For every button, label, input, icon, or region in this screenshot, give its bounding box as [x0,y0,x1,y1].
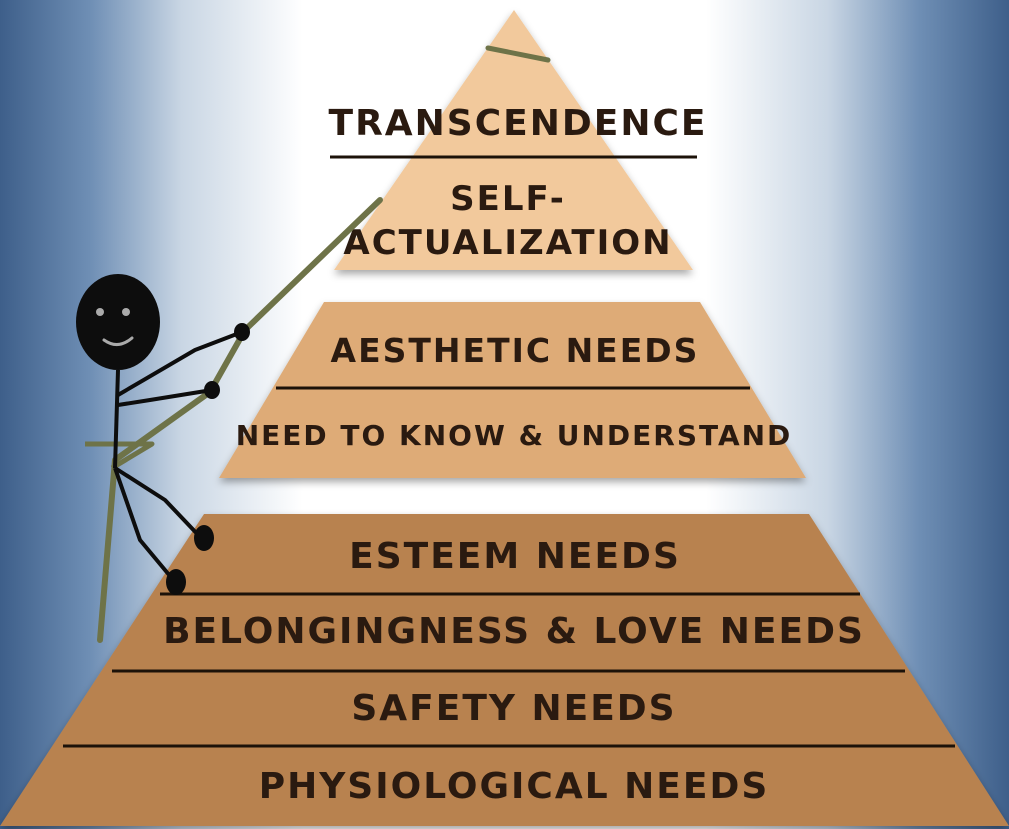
climber-eye-left [96,308,104,316]
climber-body [113,369,120,469]
climber-hand-upper [234,323,250,341]
apex-rope [485,45,551,63]
tier-label-physiological-needs: PHYSIOLOGICAL NEEDS [259,766,770,807]
climber-foot-lower [166,569,186,595]
tier-label-aesthetic-needs: AESTHETIC NEEDS [331,331,700,370]
climber-hand-lower [204,381,220,399]
climber-leg-lower [113,467,177,584]
tier-label-self-actualization-1: SELF- [450,179,566,219]
tier-label-transcendence: TRANSCENDENCE [329,103,708,144]
climber-foot-upper [194,525,214,551]
tier-label-self-actualization-2: ACTUALIZATION [343,223,672,263]
climber-eye-right [122,308,130,316]
climber-arm-lower [117,388,213,407]
tier-label-safety-needs: SAFETY NEEDS [351,688,676,729]
tier-label-need-to-know: NEED TO KNOW & UNDERSTAND [236,419,793,452]
climber-head [76,274,160,370]
climber-leg-upper [113,466,205,542]
climber-smile [102,336,134,346]
pyramid-middle-section [219,302,806,478]
harness-rope [85,441,155,471]
tier-label-belongingness-love: BELONGINGNESS & LOVE NEEDS [163,611,865,652]
tier-label-esteem-needs: ESTEEM NEEDS [349,536,681,577]
pyramid-top-section [334,10,693,270]
climber-arm-upper [116,330,243,397]
stick-figure-climber-icon [76,274,250,595]
